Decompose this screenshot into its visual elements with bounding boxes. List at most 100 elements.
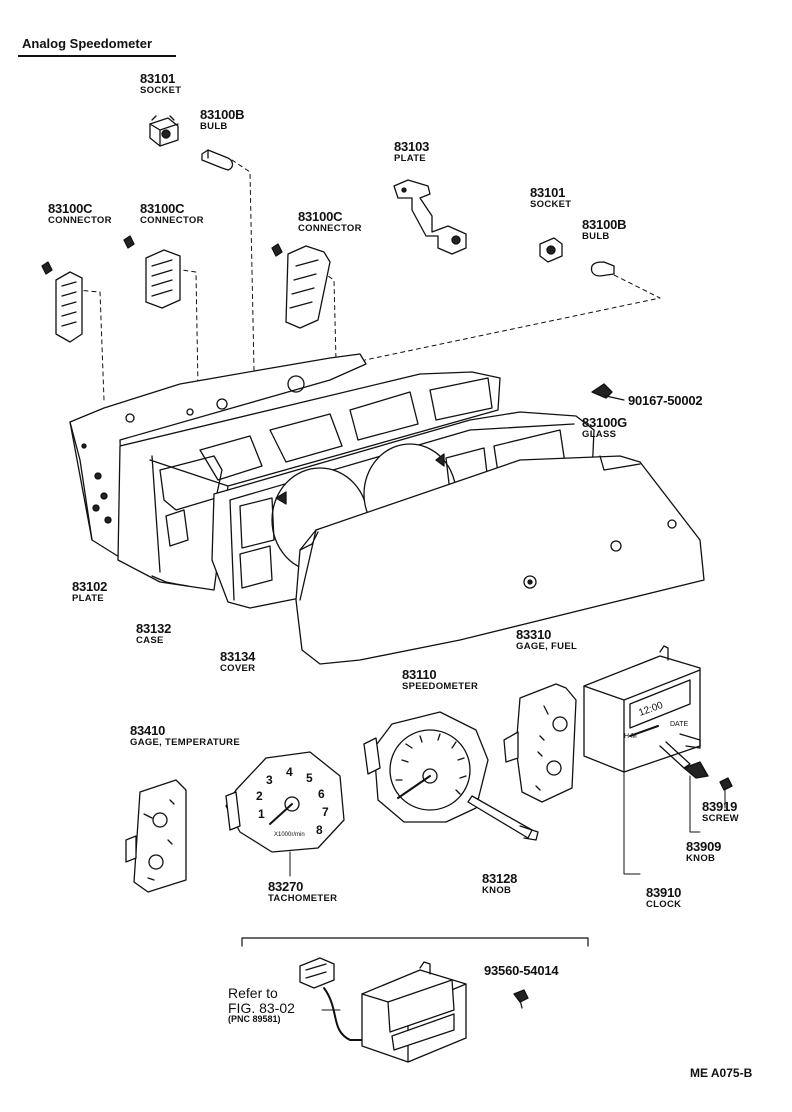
alt-clock-group [241,937,589,1063]
refer-line-1: Refer to [228,985,278,1001]
label-cover: 83134 COVER [220,650,255,674]
label-bulb-1: 83100B BULB [200,107,245,132]
part-name: GLASS [582,429,617,440]
refer-line-2: FIG. 83-02 [228,999,295,1016]
part-name: SOCKET [140,85,182,96]
page-title: Analog Speedometer [22,36,153,51]
label-gage-temperature: 83410 GAGE, TEMPERATURE [130,724,240,748]
label-socket-2: 83101 SOCKET [530,186,571,210]
part-number: 83101 [530,185,566,200]
part-name: SOCKET [530,199,572,210]
part-name: CASE [136,635,164,646]
knob-83128-part [467,795,539,841]
part-number: 83100B [200,107,245,122]
part-number: 83909 [686,839,722,854]
socket-1-part [149,115,179,147]
tach-number: 3 [266,773,273,787]
plate-83103-part [393,179,467,255]
part-name: CLOCK [646,899,682,910]
label-connector-1: 83100C CONNECTOR [48,202,112,226]
part-number: 83270 [268,879,304,894]
part-number: 83410 [130,723,166,738]
part-number: 83134 [220,649,256,664]
part-name: PLATE [394,153,426,164]
socket-2-part [539,237,563,263]
label-speedometer: 83110 SPEEDOMETER [402,668,478,692]
part-name: BULB [582,231,610,242]
tach-number: 8 [316,823,323,837]
label-connector-2: 83100C CONNECTOR [140,202,204,226]
part-number: 83101 [140,71,176,86]
screw-90167-part [591,383,625,401]
part-number: 93560-54014 [484,963,559,978]
part-name: KNOB [686,853,716,864]
label-screw-83919: 83919 SCREW [702,800,739,824]
label-clock-alt: 93560-54014 [484,963,559,978]
part-number: 83100C [140,201,185,216]
part-number: 83310 [516,627,552,642]
label-glass: 83100G GLASS [582,416,627,440]
tach-number: 5 [306,771,313,785]
label-plate-83102: 83102 PLATE [72,580,107,604]
label-connector-3: 83100C CONNECTOR [298,210,362,234]
clock-date-text: DATE [670,721,688,728]
part-name: GAGE, TEMPERATURE [130,737,240,748]
label-clock: 83910 CLOCK [646,886,681,910]
glass-83100g-part [295,455,705,665]
part-name: GAGE, FUEL [516,641,578,652]
part-number: 83100C [48,201,93,216]
tachometer-83270-part [225,751,345,853]
part-number: 83110 [402,667,437,682]
part-name: SPEEDOMETER [402,681,479,692]
part-name: CONNECTOR [140,215,204,226]
label-tachometer: 83270 TACHOMETER [268,880,337,904]
temp-gage-83410-part [125,779,187,893]
label-socket-1: 83101 SOCKET [140,72,181,96]
part-number: 83100B [582,217,627,232]
part-number: 83910 [646,885,682,900]
label-screw-90167: 90167-50002 [628,393,703,408]
part-name: CONNECTOR [48,215,112,226]
part-number: 83103 [394,139,430,154]
connector-1-part [41,261,83,343]
part-name: SCREW [702,813,739,824]
speedometer-83110-part [363,711,489,823]
tach-number: 2 [256,789,263,803]
tach-numbers: 1 2 3 4 5 6 7 8 [256,765,329,837]
part-name: KNOB [482,885,512,896]
part-number: 83102 [72,579,108,594]
title-underline [18,55,176,57]
refer-line-3: (PNC 89581) [228,1014,281,1025]
clock-hm-text: H M [624,733,637,740]
part-number: 83100C [298,209,343,224]
bulb-1-part [201,149,234,171]
connector-3-part [271,243,331,329]
refer-note: Refer to FIG. 83-02 (PNC 89581) [228,986,295,1025]
part-name: COVER [220,663,256,674]
tach-number: 6 [318,787,325,801]
fuel-gage-83310-part [503,683,577,803]
label-knob-83909: 83909 KNOB [686,840,721,864]
part-name: TACHOMETER [268,893,338,904]
connector-2-part [123,235,181,309]
bulb-2-part [590,261,615,277]
part-number: 83132 [136,621,172,636]
label-plate-83103: 83103 PLATE [394,140,429,164]
tach-number: 4 [286,765,293,779]
diagram-code: ME A075-B [690,1066,753,1080]
clock-83910-part [583,645,733,875]
part-number: 83100G [582,415,628,430]
part-name: CONNECTOR [298,223,362,234]
label-bulb-2: 83100B BULB [582,217,627,242]
part-number: 83919 [702,799,738,814]
tach-unit-text: X1000r/min [274,832,305,838]
part-name: PLATE [72,593,104,604]
part-number: 90167-50002 [628,393,703,408]
part-name: BULB [200,121,228,132]
part-number: 83128 [482,871,518,886]
label-case: 83132 CASE [136,622,171,646]
tach-number: 1 [258,807,265,821]
label-gage-fuel: 83310 GAGE, FUEL [516,628,577,652]
tach-number: 7 [322,805,329,819]
